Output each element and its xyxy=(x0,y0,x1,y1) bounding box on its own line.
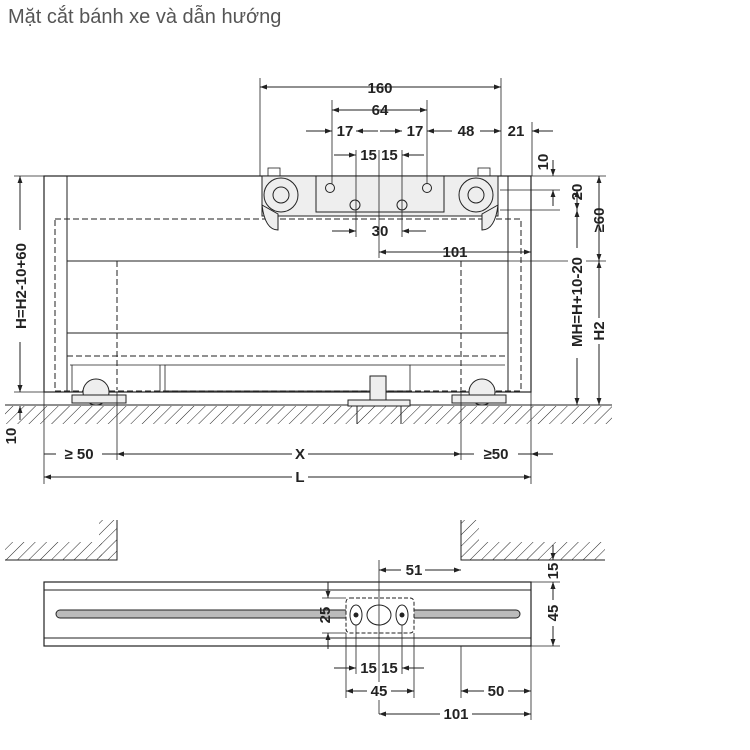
dim-17-right: 17 xyxy=(407,123,424,140)
dim-64: 64 xyxy=(372,102,389,119)
dim-l: L xyxy=(295,469,304,486)
dim-x: X xyxy=(295,446,305,463)
dim-101-top: 101 xyxy=(442,244,467,261)
dim-45-bottom: 45 xyxy=(371,683,388,700)
bottom-wheel-left xyxy=(71,365,161,406)
dim-50: 50 xyxy=(488,683,505,700)
dim-10-floor: 10 xyxy=(3,428,20,445)
dim-15: 15 xyxy=(545,563,562,580)
dim-15-15-bottom: 15 15 xyxy=(360,660,398,677)
dim-ge50-left: ≥ 50 xyxy=(64,446,93,463)
cross-section-view: 160 64 17 17 48 21 15 15 30 101 xyxy=(3,78,612,486)
top-wheel-assembly xyxy=(261,167,499,231)
dim-mh: MH=H+10-20 xyxy=(569,257,586,347)
dim-h2: H2 xyxy=(591,321,608,340)
dim-48: 48 xyxy=(458,123,475,140)
dim-101-bottom: 101 xyxy=(443,706,468,723)
page-title: Mặt cắt bánh xe và dẫn hướng xyxy=(8,6,282,28)
dim-20: 20 xyxy=(569,184,586,201)
dim-21: 21 xyxy=(508,123,525,140)
dim-30: 30 xyxy=(372,223,389,240)
plan-view: 51 15 45 25 15 15 45 50 xyxy=(5,520,605,723)
dim-160: 160 xyxy=(367,80,392,97)
dim-45-right: 45 xyxy=(545,605,562,622)
dim-25: 25 xyxy=(317,607,334,624)
hidden-outline xyxy=(54,218,522,392)
dim-ge60: ≥60 xyxy=(591,208,608,233)
dim-ge50-right: ≥50 xyxy=(484,446,509,463)
dim-51: 51 xyxy=(406,562,423,579)
dim-15-15-top: 15 15 xyxy=(360,147,398,164)
dim-h-left: H=H2-10+60 xyxy=(13,243,30,329)
dim-10-top: 10 xyxy=(535,154,552,171)
floor-guide xyxy=(347,375,411,424)
dim-17-left: 17 xyxy=(337,123,354,140)
guide-groove xyxy=(55,609,521,619)
floor-hatch xyxy=(5,406,612,424)
bottom-wheel-right xyxy=(451,378,507,406)
